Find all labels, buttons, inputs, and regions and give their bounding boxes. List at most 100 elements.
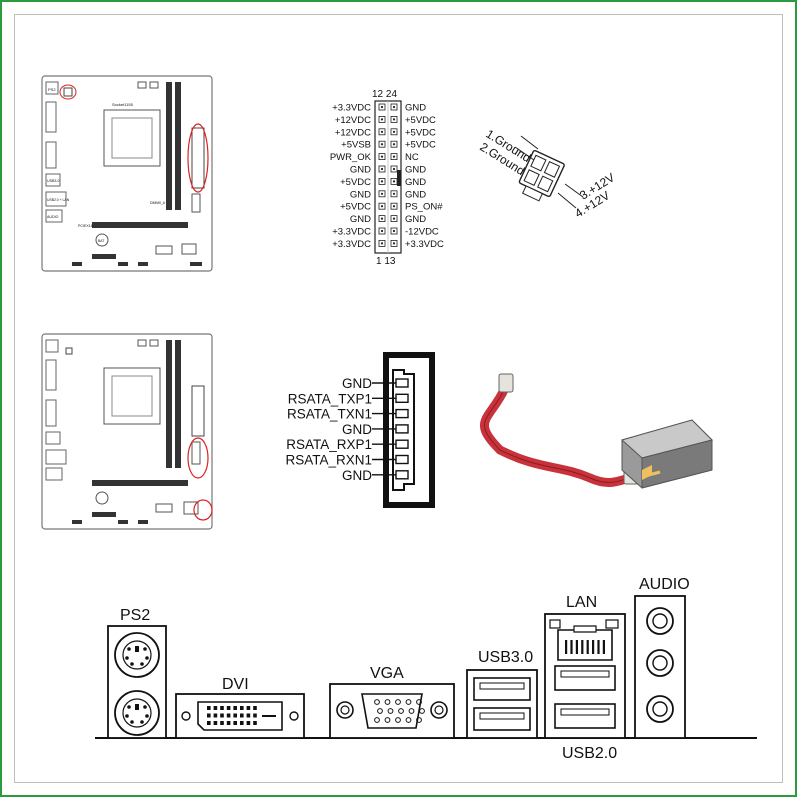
io-dvi-label: DVI: [222, 676, 249, 693]
board-pcie16: [92, 480, 188, 486]
io-usb20-port-1-tongue: [560, 670, 610, 678]
atx24-left-labels: +3.3VDC+12VDC+12VDC+5VSBPWR_OKGND+5VDCGN…: [330, 103, 372, 250]
atx24-left-pin-label: GND: [350, 214, 371, 225]
dvi-pin: [207, 713, 211, 718]
dvi-pin: [226, 713, 231, 718]
atx24-pin-dot: [392, 130, 396, 133]
vga-pin: [374, 717, 380, 723]
atx24-left-pin-label: +5VDC: [340, 177, 371, 188]
atx24-latch: [397, 170, 401, 186]
board-pcie1: [92, 512, 116, 517]
io-ps2-port-1: [114, 632, 160, 678]
atx24-left-pin-label: +3.3VDC: [332, 239, 371, 250]
io-audio-jack-2-inner: [652, 655, 668, 671]
io-audio-jack-3-inner: [652, 701, 668, 717]
board-atx4-header: [65, 347, 73, 355]
io-usb20-port-1: [554, 665, 616, 691]
atx4-leader-4: [557, 192, 577, 209]
atx24-pin-dot: [380, 143, 384, 146]
board-pcie16-label: PCIEX16: [78, 224, 93, 228]
lan-contact: [570, 640, 573, 654]
atx4-pinout: 1.Ground 2.Ground 3.+12V 4.+12V: [477, 127, 617, 221]
vga-pin: [405, 717, 412, 723]
atx24-pin-dot: [380, 192, 384, 195]
io-vga-screw-1-inner: [340, 705, 350, 715]
sata-pin-label: GND: [342, 468, 372, 483]
dvi-pin: [233, 706, 237, 710]
atx24-left-pin-label: GND: [350, 165, 371, 176]
atx24-right-pin-label: GND: [405, 177, 426, 188]
board-dvi-block: [45, 101, 57, 133]
dvi-pin: [240, 713, 244, 718]
dvi-pin: [253, 713, 257, 718]
lan-contact: [602, 640, 605, 654]
vga-pin: [398, 708, 404, 714]
sata-pin-label: RSATA_TXP1: [288, 391, 372, 406]
vga-pin: [395, 699, 401, 705]
sata-pin-label: RSATA_TXN1: [287, 407, 372, 422]
board-dvi-block: [45, 359, 57, 391]
io-vga-screw-2: [430, 701, 448, 719]
board-f-usb: [118, 520, 128, 524]
atx24-right-pin-label: +3.3VDC: [405, 239, 444, 250]
dvi-pin: [233, 721, 237, 725]
board-chipset: [155, 503, 173, 513]
atx24-right-pin-label: GND: [405, 214, 426, 225]
board-com: [138, 520, 148, 524]
atx24-right-pin-label: +5VDC: [405, 115, 436, 126]
atx24-bottom-pin-numbers: 1 13: [376, 256, 396, 267]
io-usb20-port-2: [554, 703, 616, 729]
vga-pin: [405, 699, 412, 705]
atx24-pin-dot: [380, 217, 384, 220]
sata-cable-edge: [483, 387, 631, 483]
board-dimm-1: [166, 82, 172, 210]
board-sata-header: [191, 193, 201, 213]
atx24-left-pin-label: +12VDC: [335, 127, 371, 138]
io-vga-screw-2-inner: [434, 705, 444, 715]
board-dimm-label: DIMM0_A: [150, 201, 166, 205]
fpanel-highlight: [193, 499, 213, 521]
io-lan-led-2: [605, 619, 619, 629]
board-atx24-header: [191, 385, 205, 437]
io-vga-port: [361, 693, 423, 729]
atx24-pin-dot: [392, 180, 396, 183]
atx24-pin-dot: [392, 217, 396, 220]
io-lan-label: LAN: [566, 594, 597, 611]
sata-pin-label: GND: [342, 422, 372, 437]
atx4-leader-3: [564, 183, 584, 198]
board-cpu-fan: [137, 81, 147, 89]
board-audio-block: [45, 467, 63, 481]
atx24-pin-dot: [380, 130, 384, 133]
atx24-left-pin-label: +5VSB: [341, 140, 371, 151]
atx24-pin-dot: [392, 105, 396, 109]
sata-pin: [395, 439, 409, 449]
atx4-leader-1: [520, 135, 539, 150]
atx24-pin-dot: [380, 167, 384, 171]
sata-pin-label: GND: [342, 376, 372, 391]
board-ps2-block: [45, 339, 59, 353]
board-dimm-2: [175, 340, 181, 468]
lan-contact: [565, 640, 568, 654]
board-audio-block: [45, 209, 63, 223]
page-inner-border: [14, 14, 783, 783]
atx24-pin-dot: [380, 155, 384, 158]
atx24-pin-dot: [380, 229, 384, 233]
atx24-pin-dot: [392, 242, 396, 245]
atx4-pin-4: [537, 175, 554, 193]
board-socket-inner: [111, 375, 153, 417]
lan-contact: [597, 640, 600, 654]
lan-contact: [586, 640, 589, 654]
vga-pin: [377, 708, 383, 714]
board-usb-lan-block: [45, 191, 67, 207]
board-sata-header: [191, 441, 201, 465]
board-fp-audio: [72, 262, 82, 266]
io-audio-jack-3: [646, 695, 674, 723]
atx24-pin-dot: [380, 105, 384, 109]
atx24-right-pin-label: GND: [405, 103, 426, 114]
io-lan-pins: [565, 640, 605, 654]
atx24-pin-dot: [392, 229, 396, 233]
io-usb30-port-2-tongue: [479, 712, 525, 720]
atx24-right-pin-label: +5VDC: [405, 127, 436, 138]
atx24-left-pin-label: +5VDC: [340, 202, 371, 213]
sata-pin: [395, 408, 409, 419]
